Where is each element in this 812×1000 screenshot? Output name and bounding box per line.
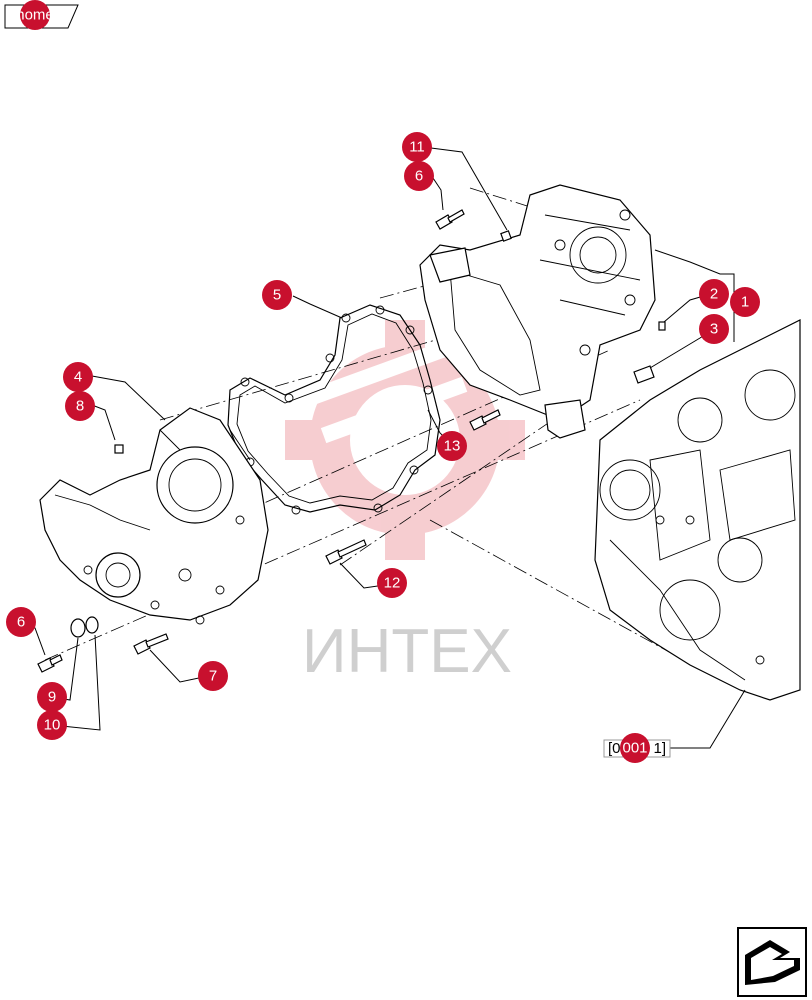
svg-text:6: 6 — [17, 614, 25, 631]
callout-12[interactable]: 12 — [377, 568, 407, 598]
svg-text:7: 7 — [209, 668, 217, 685]
callout-1[interactable]: 1 — [730, 287, 760, 317]
watermark-gear-icon — [285, 320, 525, 560]
reference-left-text: [0 — [608, 740, 621, 757]
callout-3[interactable]: 3 — [699, 314, 729, 344]
reference-label: 001 — [622, 740, 647, 757]
callout-2[interactable]: 2 — [699, 279, 729, 309]
callout-4[interactable]: 4 — [63, 362, 93, 392]
svg-text:13: 13 — [444, 438, 461, 455]
callout-6-top[interactable]: 6 — [404, 161, 434, 191]
callout-10[interactable]: 10 — [37, 710, 67, 740]
svg-text:10: 10 — [44, 717, 61, 734]
callout-13[interactable]: 13 — [437, 431, 467, 461]
callout-8[interactable]: 8 — [65, 391, 95, 421]
callout-9[interactable]: 9 — [37, 682, 67, 712]
front-cover — [39, 407, 269, 625]
home-tab[interactable]: home — [4, 0, 79, 30]
reference-right-text: 1] — [653, 740, 666, 757]
svg-text:8: 8 — [76, 398, 84, 415]
callout-5[interactable]: 5 — [262, 280, 292, 310]
svg-text:4: 4 — [74, 369, 82, 386]
svg-text:5: 5 — [273, 287, 281, 304]
watermark-text: ИНТЕХ — [302, 617, 512, 686]
callout-7[interactable]: 7 — [198, 661, 228, 691]
gear-housing — [419, 184, 656, 439]
reference-link[interactable]: [0 1] 001 — [603, 733, 671, 763]
callout-11[interactable]: 11 — [402, 132, 432, 162]
back-arrow-icon[interactable] — [737, 927, 807, 997]
callout-6-left[interactable]: 6 — [6, 607, 36, 637]
svg-text:6: 6 — [415, 168, 423, 185]
svg-text:2: 2 — [710, 286, 718, 303]
home-tab-label: home — [16, 7, 54, 24]
gasket — [227, 304, 441, 515]
svg-text:11: 11 — [409, 139, 425, 156]
svg-text:12: 12 — [384, 575, 401, 592]
svg-text:3: 3 — [710, 321, 718, 338]
leader-lines — [20, 147, 746, 749]
svg-text:9: 9 — [48, 689, 56, 706]
engine-block — [594, 319, 801, 701]
svg-text:1: 1 — [741, 294, 749, 311]
bolts — [37, 209, 666, 673]
